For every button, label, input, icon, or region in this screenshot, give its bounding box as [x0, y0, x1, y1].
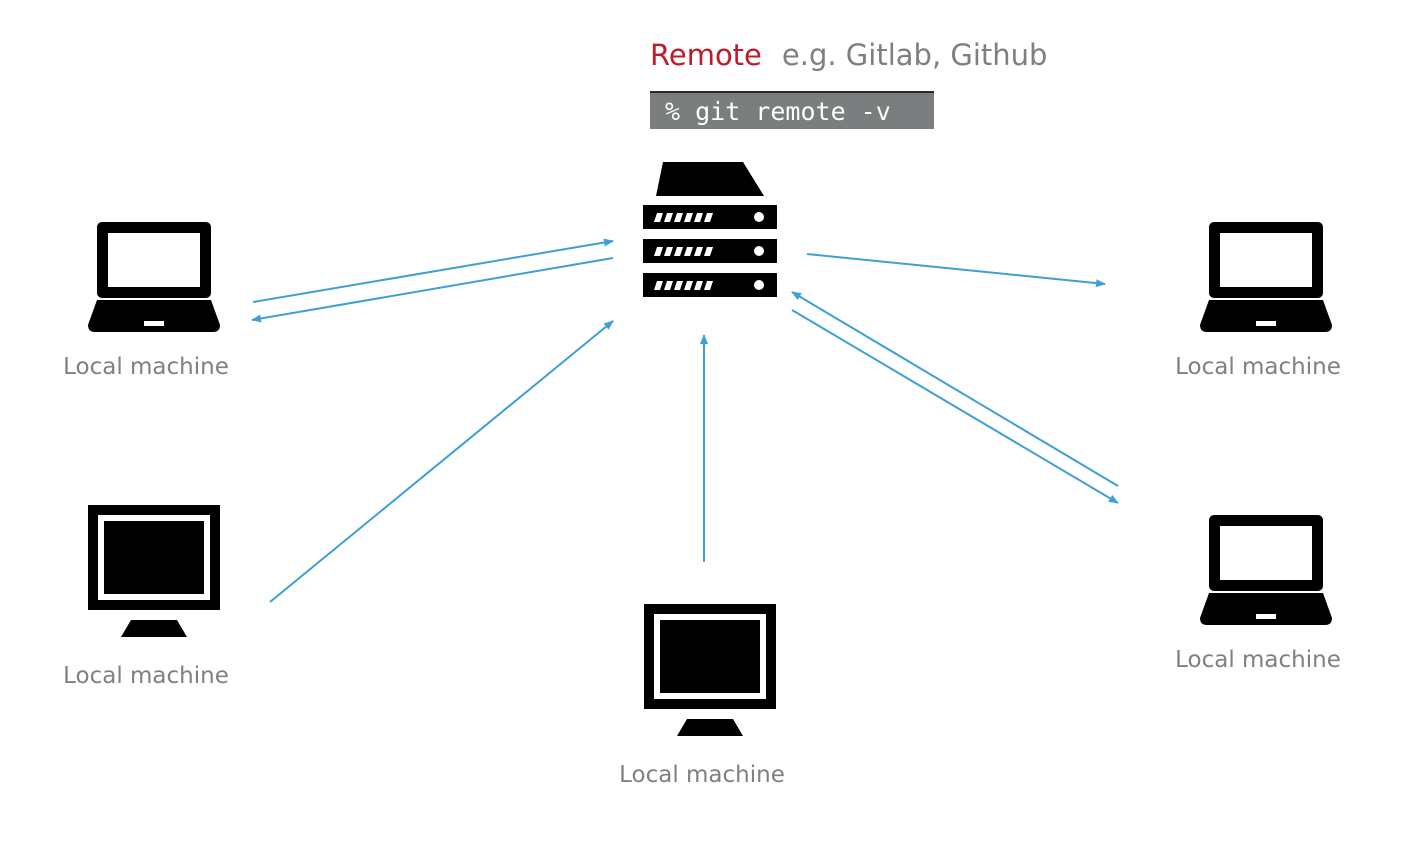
machine-label: Local machine — [63, 663, 229, 689]
server-unit — [643, 273, 777, 297]
arrow-pull-laptop-left — [251, 257, 614, 323]
arrow-push-laptop-right-bottom — [791, 291, 1119, 487]
server-unit — [643, 239, 777, 263]
arrow-push-desktop-left — [269, 320, 614, 603]
machine-label: Local machine — [619, 762, 785, 788]
server-rack-icon — [643, 162, 777, 297]
machine-label: Local machine — [63, 354, 229, 380]
git-command: % git remote -v — [665, 97, 891, 126]
laptop-icon — [1200, 515, 1332, 625]
desktop-monitor-icon — [644, 604, 776, 736]
machine-label: Local machine — [1175, 354, 1341, 380]
arrow-pull-laptop-right-top — [806, 253, 1106, 288]
arrow-pull-laptop-right-bottom — [791, 309, 1119, 504]
arrow-push-laptop-left — [252, 238, 614, 303]
server-unit — [643, 205, 777, 229]
laptop-icon — [88, 222, 220, 332]
machine-label: Local machine — [1175, 647, 1341, 673]
command-box: % git remote -v — [650, 91, 934, 129]
desktop-monitor-icon — [88, 505, 220, 637]
remote-examples: e.g. Gitlab, Github — [781, 38, 1048, 72]
remote-header: Remote e.g. Gitlab, Github — [650, 38, 1047, 72]
remote-label: Remote — [650, 38, 762, 72]
laptop-icon — [1200, 222, 1332, 332]
